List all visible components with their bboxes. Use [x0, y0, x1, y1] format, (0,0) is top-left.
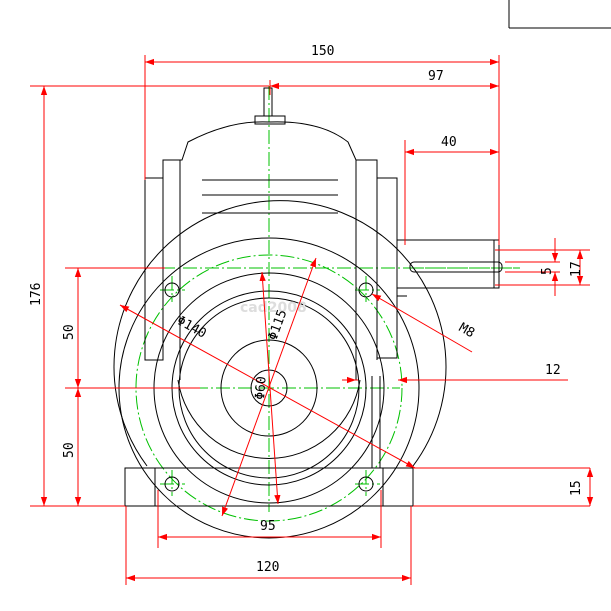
- dim-17-label: 17: [569, 261, 584, 277]
- dim-95-label: 95: [260, 519, 276, 534]
- dim-150-label: 150: [311, 44, 334, 59]
- dim-50-lower-label: 50: [62, 442, 77, 458]
- dim-120-label: 120: [256, 560, 279, 575]
- dim-97-label: 97: [428, 69, 444, 84]
- leader-phi60: [259, 271, 281, 505]
- dim-50-upper-label: 50: [62, 324, 77, 340]
- dim-5-label: 5: [540, 267, 555, 275]
- dim-15-label: 15: [569, 480, 584, 496]
- dimension-lines: [30, 55, 594, 585]
- dim-12-label: 12: [545, 363, 561, 378]
- dim-m8-label: M8: [456, 320, 477, 341]
- dim-40-label: 40: [441, 135, 457, 150]
- dim-176-label: 176: [29, 283, 44, 306]
- centerlines: [95, 86, 520, 522]
- dim-phi60-label: Φ60: [253, 376, 270, 400]
- leader-m8: [371, 293, 473, 353]
